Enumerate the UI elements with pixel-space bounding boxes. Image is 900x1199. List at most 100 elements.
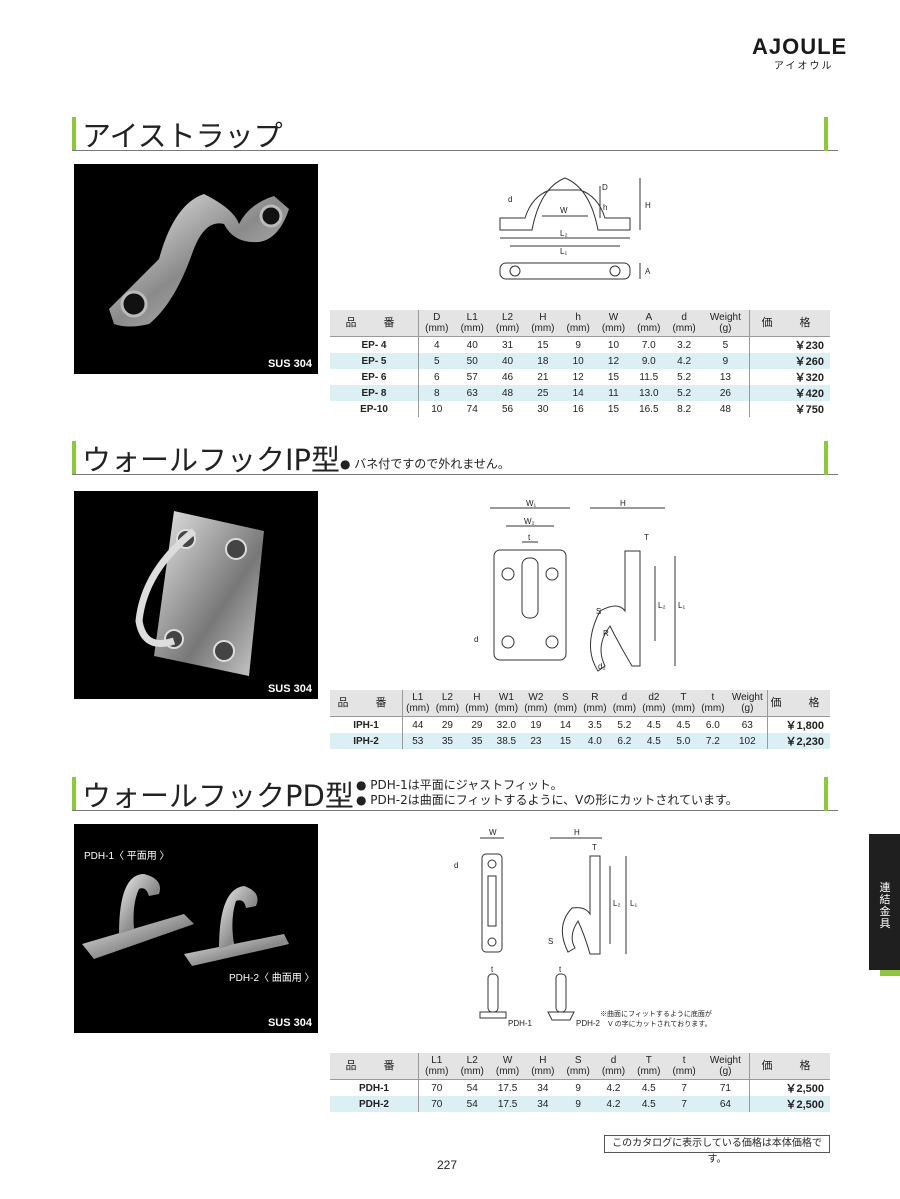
table-cell: 9 (701, 353, 750, 369)
section-note: ● PDH-2は曲面にフィットするように、Vの形にカットされています。 (356, 793, 738, 807)
section-rule (72, 474, 838, 475)
table-cell: 10 (431, 403, 443, 415)
part-number-cell: EP- 5 (330, 353, 419, 369)
col-header: Weight(g) (727, 690, 768, 717)
table-cell: 9 (560, 1079, 596, 1096)
table-cell: 7.0 (631, 336, 667, 353)
table-cell: 6.0 (698, 716, 728, 733)
category-side-tab[interactable]: 連結金具 (869, 834, 900, 970)
price-cell: ￥2,230 (767, 733, 830, 749)
dim-label-W1: W₁ (526, 499, 537, 508)
dim-label-h: h (603, 203, 607, 212)
col-header: 品 番 (330, 1053, 419, 1080)
table-cell: 46 (501, 371, 514, 383)
table-cell: 10 (560, 353, 596, 369)
table-cell: 102 (727, 733, 768, 749)
part-number-cell: PDH-1 (330, 1079, 419, 1096)
product-photo-wallhook-ip: SUS 304 (74, 491, 318, 699)
dim-label-W: W (560, 206, 568, 215)
table-cell: 54 (454, 1096, 490, 1112)
col-header: W(mm) (489, 1053, 526, 1080)
dim-label-L2: L₂ (613, 899, 621, 908)
table-cell: 4.5 (639, 716, 669, 733)
table-cell: 40 (489, 353, 526, 369)
section-rule (72, 150, 838, 151)
table-cell: 70 (418, 1096, 455, 1112)
logo-text: AJOULE (752, 34, 848, 59)
table-cell: 6.2 (609, 733, 640, 749)
table-cell: 4.5 (639, 733, 669, 749)
table-cell: 17.5 (489, 1079, 526, 1096)
col-header: 価 格 (749, 310, 830, 337)
table-cell: 4.2 (595, 1079, 632, 1096)
table-cell: 5.0 (668, 733, 699, 749)
col-header: H(mm) (525, 1053, 561, 1080)
table-header-row: 品 番 D(mm) L1(mm) L2(mm) H(mm) h(mm) W(mm… (330, 310, 830, 337)
price-cell: ￥320 (794, 372, 824, 384)
table-cell: 5 (701, 336, 750, 353)
dim-label-W2: W₂ (524, 517, 535, 526)
section-title-wallhook-pd: ウォールフックPD型 (82, 779, 354, 813)
part-number-cell: EP-10 (330, 401, 419, 417)
table-cell: 9.0 (631, 353, 667, 369)
col-header: 価 格 (767, 690, 830, 717)
dim-label-S: S (548, 937, 553, 946)
material-label: SUS 304 (267, 358, 312, 370)
price-cell: ￥420 (749, 385, 830, 401)
section-rule (72, 810, 838, 811)
col-header: t(mm) (666, 1053, 702, 1080)
material-label: SUS 304 (267, 683, 312, 695)
col-header: 品 番 (330, 690, 403, 717)
part-number-cell: EP- 4 (330, 336, 419, 353)
price-cell: ￥750 (794, 404, 824, 416)
brand-logo: AJOULE アイオウル (752, 34, 846, 72)
col-header: Weight(g) (701, 310, 750, 337)
section-title-eyestrap: アイストラップ (82, 119, 283, 153)
table-cell: 38.5 (491, 733, 522, 749)
wallhook-ip-dimension-diagram: W₁ W₂ t d H T L₂ L₁ S R d₂ (474, 499, 685, 672)
dim-label-L1: L₁ (560, 247, 567, 256)
dim-label-D: D (602, 183, 608, 192)
col-header: T(mm) (631, 1053, 667, 1080)
col-header: d(mm) (666, 310, 702, 337)
dim-label-H: H (574, 828, 580, 837)
section-accent-right (824, 777, 828, 811)
dim-label-d: d (474, 635, 478, 644)
col-header: W1(mm) (491, 690, 522, 717)
dim-label-L2: L₂ (658, 601, 666, 610)
table-cell: 5.2 (677, 371, 692, 383)
table-cell: 3.2 (666, 336, 702, 353)
table-cell: 32.0 (491, 716, 522, 733)
col-header: T(mm) (668, 690, 699, 717)
section-title-wallhook-ip: ウォールフックIP型 (82, 443, 341, 477)
col-header: 品 番 (330, 310, 419, 337)
wallhook-ip-photo-illustration (135, 511, 264, 676)
table-cell: 50 (454, 353, 490, 369)
col-header: S(mm) (550, 690, 581, 717)
dim-label-t: t (528, 533, 531, 542)
price-cell: ￥2,500 (749, 1079, 830, 1096)
table-cell: 7 (666, 1096, 702, 1112)
dim-label-S: S (596, 607, 601, 616)
table-cell: 15 (525, 336, 561, 353)
material-label: SUS 304 (267, 1017, 312, 1029)
table-cell: 16 (572, 403, 584, 415)
section-accent-right (824, 441, 828, 475)
table-cell: 23 (521, 733, 551, 749)
pdh2-note-line2: V の字にカットされております。 (608, 1019, 712, 1028)
part-number-cell: PDH-2 (330, 1096, 419, 1112)
price-note: このカタログに表示している価格は本体価格です。 (604, 1135, 830, 1165)
table-cell: 53 (402, 733, 433, 749)
price-cell: ￥2,500 (749, 1096, 830, 1112)
col-header: d(mm) (595, 1053, 632, 1080)
diagram-label-pdh1: PDH-1 (508, 1019, 533, 1028)
col-header: R(mm) (580, 690, 610, 717)
section-accent-left (72, 117, 76, 151)
table-cell: 4.5 (631, 1096, 667, 1112)
table-cell: 9 (560, 336, 596, 353)
col-header: L1(mm) (454, 310, 490, 337)
table-header-row: 品 番 L1(mm) L2(mm) W(mm) H(mm) S(mm) d(mm… (330, 1053, 830, 1080)
col-header: L2(mm) (489, 310, 526, 337)
